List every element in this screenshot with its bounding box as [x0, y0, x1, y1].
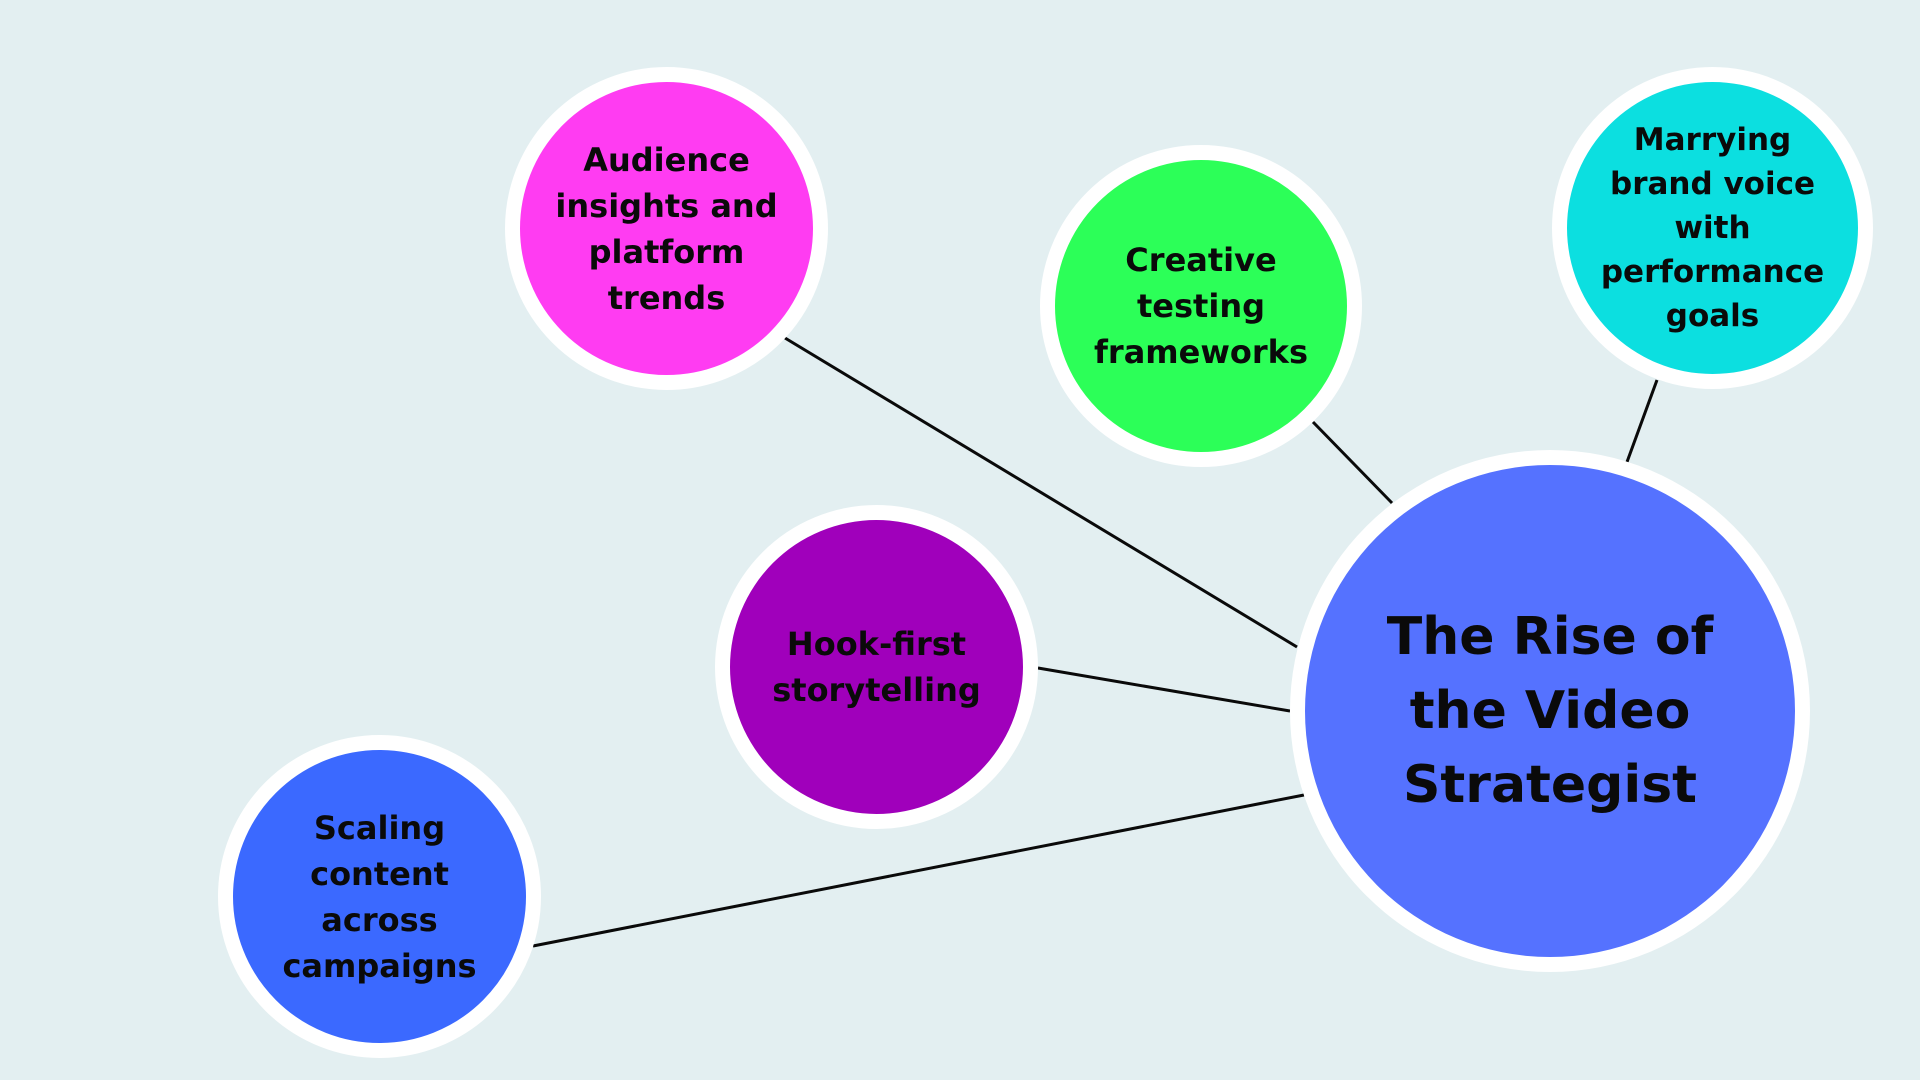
node-hook-first-storytelling: Hook-first storytelling [715, 505, 1038, 829]
connector-audience-to-center [784, 336, 1298, 649]
connector-hook-to-center [1037, 666, 1291, 713]
node-label: Audience insights and platform trends [555, 140, 778, 317]
node-scaling-content: Scaling content across campaigns [218, 735, 541, 1058]
central-topic-label: The Rise of the Video Strategist [1386, 607, 1714, 815]
node-label: Creative testing frameworks [1094, 241, 1308, 371]
central-topic-node: The Rise of the Video Strategist [1290, 450, 1810, 972]
connector-brand-to-center [1625, 379, 1659, 463]
node-creative-testing: Creative testing frameworks [1040, 145, 1362, 467]
node-brand-voice: Marrying brand voice with performance go… [1552, 67, 1873, 389]
connector-scaling-to-center [532, 793, 1305, 948]
node-label: Marrying brand voice with performance go… [1600, 122, 1825, 334]
node-label: Scaling content across campaigns [282, 808, 477, 985]
node-audience-insights: Audience insights and platform trends [505, 67, 828, 390]
node-label: Hook-first storytelling [772, 625, 981, 709]
connector-creative-to-center [1311, 420, 1394, 505]
